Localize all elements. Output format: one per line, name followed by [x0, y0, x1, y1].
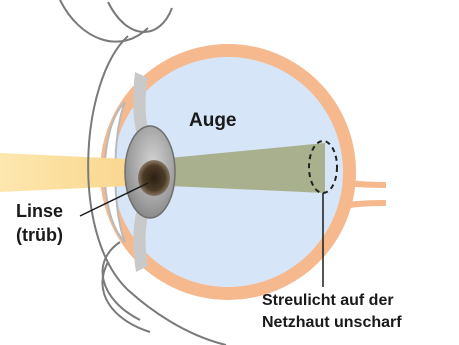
lens-label-line-2: (trüb) [16, 223, 63, 247]
scatter-label-line-2: Netzhaut unscharf [262, 312, 402, 334]
upper-eyelid-outline [60, 0, 172, 42]
lens-label: Linse (trüb) [16, 199, 63, 247]
lens-clouding [138, 160, 170, 196]
eye-label: Auge [189, 110, 237, 132]
scatter-label: Streulicht auf der Netzhaut unscharf [262, 290, 402, 334]
lens-label-line-1: Linse [16, 199, 63, 223]
scatter-label-line-1: Streulicht auf der [262, 290, 402, 312]
